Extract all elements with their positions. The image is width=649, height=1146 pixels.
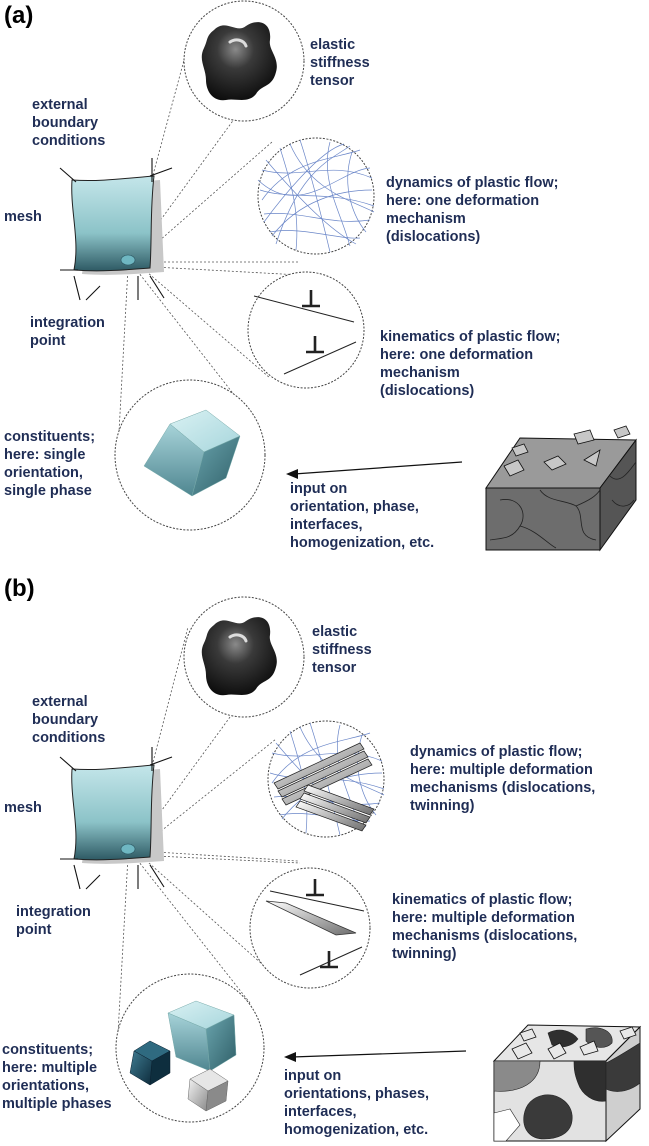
label-kinematics: kinematics of plastic flow; here: multip… <box>392 892 578 962</box>
label-dynamics: dynamics of plastic flow; here: multiple… <box>410 744 596 814</box>
crystal-cube-icon <box>143 409 241 497</box>
twin-plate-icon <box>265 900 357 936</box>
microstructure-block-icon <box>485 425 637 552</box>
label-input: input on orientations, phases, interface… <box>284 1068 430 1138</box>
dislocation-symbol-icon <box>253 290 357 375</box>
label-mesh: mesh <box>4 800 42 816</box>
mesh-element <box>59 747 173 890</box>
stiffness-surface-icon <box>201 22 277 101</box>
panel-a: (a) elastic stiffness tensor external bo… <box>4 0 637 552</box>
twin-lamellae-icon <box>273 742 375 832</box>
kinematics-circle <box>247 271 365 389</box>
label-constituents: constituents; here: multiple orientation… <box>2 1042 112 1112</box>
label-dynamics: dynamics of plastic flow; here: one defo… <box>386 175 559 245</box>
label-kinematics: kinematics of plastic flow; here: one de… <box>380 329 561 399</box>
label-boundary: external boundary conditions <box>32 694 106 746</box>
kinematics-circle <box>249 867 371 989</box>
label-integration-point: integration point <box>30 315 105 349</box>
panel-letter-b: (b) <box>4 575 35 602</box>
panel-b-graphics <box>59 596 642 1143</box>
panel-b: (b) elastic stiffness tensor external bo… <box>0 573 649 1146</box>
label-input: input on orientation, phase, interfaces,… <box>290 481 435 551</box>
input-arrow <box>284 1050 467 1062</box>
input-arrow <box>286 461 463 479</box>
microstructure-block-icon <box>492 1024 642 1143</box>
dislocation-symbol-icon <box>269 879 365 976</box>
label-mesh: mesh <box>4 209 42 225</box>
stiffness-surface-icon <box>201 617 277 696</box>
label-constituents: constituents; here: single orientation, … <box>4 429 96 499</box>
dislocation-network-icon <box>257 139 375 253</box>
dark-crystal-icon <box>129 1040 171 1086</box>
label-boundary: external boundary conditions <box>32 97 106 149</box>
label-stiffness: elastic stiffness tensor <box>310 37 370 89</box>
label-stiffness: elastic stiffness tensor <box>312 624 372 676</box>
mesh-element <box>59 158 173 301</box>
panel-letter-a: (a) <box>4 2 34 29</box>
grey-crystal-icon <box>187 1068 229 1112</box>
label-integration-point: integration point <box>16 904 91 938</box>
panel-a-graphics <box>59 0 637 552</box>
